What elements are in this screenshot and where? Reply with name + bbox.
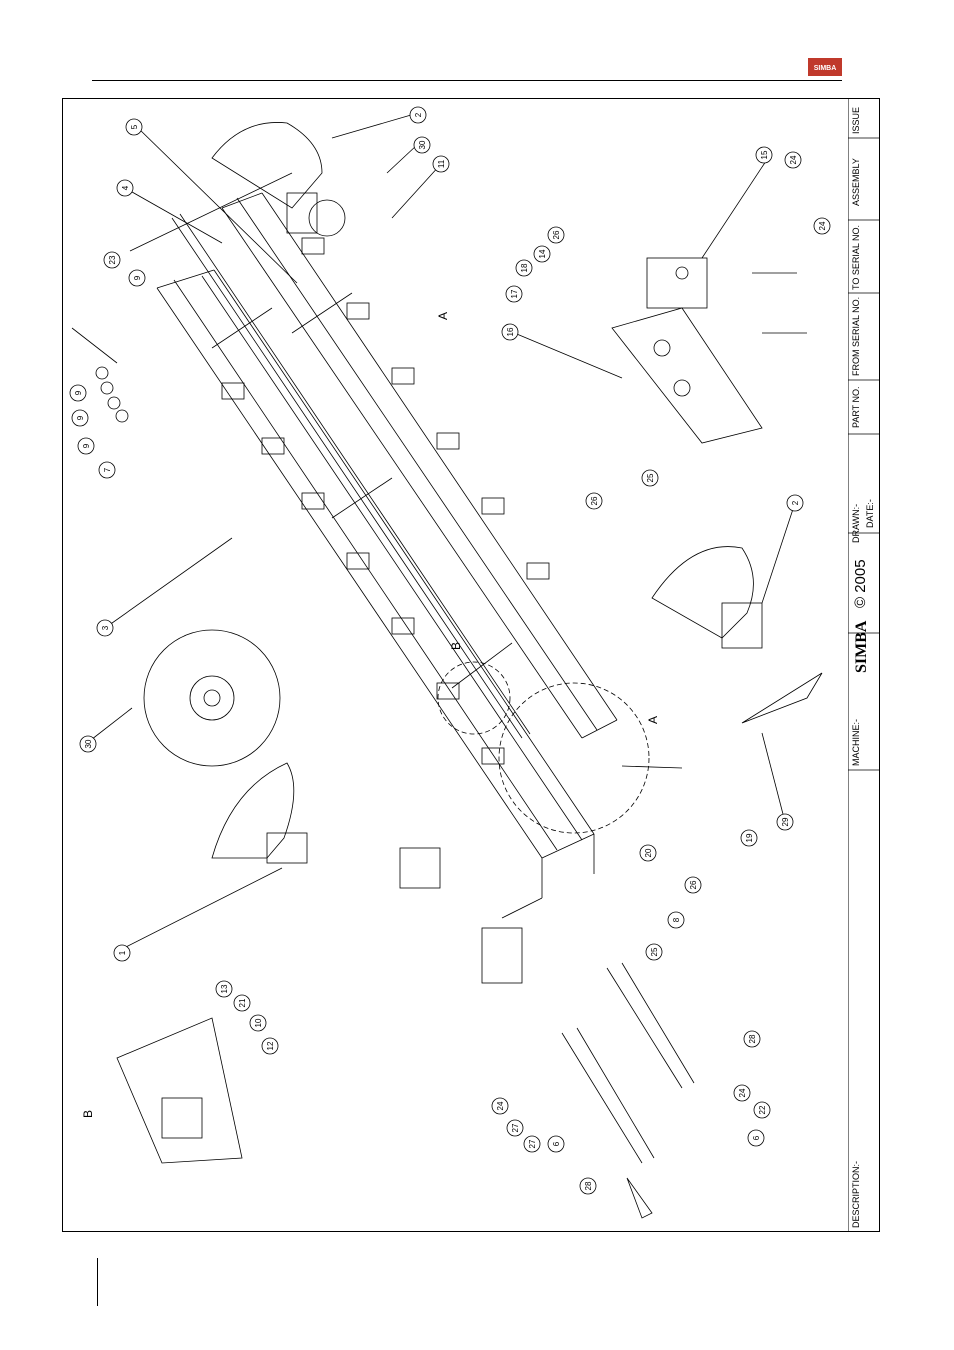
tine-1-left bbox=[212, 763, 307, 863]
frame-cross-members bbox=[212, 293, 512, 688]
callout-2-label: 2 bbox=[414, 112, 423, 117]
section-label-a-upper: A bbox=[436, 312, 450, 320]
copyright-label: © 2005 bbox=[852, 559, 869, 608]
part-no-label: PART NO. bbox=[851, 386, 861, 428]
callout-13-label: 13 bbox=[220, 984, 229, 993]
footer-rule bbox=[97, 1258, 98, 1306]
from-serial-label: FROM SERIAL NO. bbox=[851, 297, 861, 376]
bolt-stack-23 bbox=[72, 328, 128, 422]
callout-26-label: 26 bbox=[590, 496, 599, 505]
callout-6-label: 6 bbox=[552, 1141, 561, 1146]
callout-8-label: 8 bbox=[672, 917, 681, 922]
header-rule bbox=[92, 80, 842, 81]
callout-25-label: 25 bbox=[646, 473, 655, 482]
drawn-label: DRAWN:- bbox=[851, 504, 861, 543]
leg-bracket-lower bbox=[400, 848, 522, 983]
callout-leader-lines bbox=[87, 115, 795, 949]
date-label: DATE:- bbox=[865, 499, 875, 528]
disc-30-left bbox=[144, 630, 280, 766]
callout-24-label: 24 bbox=[738, 1088, 747, 1097]
section-label-a-lower: A bbox=[646, 716, 660, 724]
callout-1-label: 1 bbox=[118, 950, 127, 955]
callout-24-label: 24 bbox=[789, 155, 798, 164]
detail-circle-a bbox=[499, 683, 649, 833]
callout-17-label: 17 bbox=[510, 289, 519, 298]
machine-label: MACHINE:- bbox=[851, 719, 861, 766]
detail-circle-b bbox=[438, 662, 510, 734]
assembly-label: ASSEMBLY bbox=[851, 158, 861, 206]
adjuster-arm-28-upper bbox=[607, 963, 694, 1088]
callout-15-label: 15 bbox=[760, 150, 769, 159]
callout-10-label: 10 bbox=[254, 1018, 263, 1027]
callout-28-label: 28 bbox=[748, 1034, 757, 1043]
callout-18-label: 18 bbox=[520, 263, 529, 272]
callout-30-label: 30 bbox=[418, 140, 427, 149]
callout-29-label: 29 bbox=[781, 817, 790, 826]
callout-9-label: 9 bbox=[74, 390, 83, 395]
section-label-b-view: B bbox=[81, 1110, 95, 1118]
to-serial-label: TO SERIAL NO. bbox=[851, 225, 861, 290]
callout-11-label: 11 bbox=[437, 159, 446, 168]
callout-28-label: 28 bbox=[584, 1181, 593, 1190]
callout-20-label: 20 bbox=[644, 848, 653, 857]
simba-logo: SIMBA bbox=[808, 58, 842, 76]
callout-23-label: 23 bbox=[108, 255, 117, 264]
callout-3-label: 3 bbox=[101, 625, 110, 630]
callout-9-label: 9 bbox=[133, 275, 142, 280]
callout-6-label: 6 bbox=[752, 1135, 761, 1140]
bracket-assembly-15 bbox=[612, 258, 762, 443]
callout-7-label: 7 bbox=[103, 467, 112, 472]
callout-21-label: 21 bbox=[238, 998, 247, 1007]
exploded-assembly-drawing: 1 2 2 3 4 5 6 6 7 8 9 9 9 9 10 11 12 13 … bbox=[62, 98, 846, 1232]
beam-clamp-brackets bbox=[222, 238, 549, 764]
callout-2-label: 2 bbox=[791, 500, 800, 505]
callout-4-label: 4 bbox=[121, 185, 130, 190]
callout-24-label: 24 bbox=[818, 221, 827, 230]
callout-19-label: 19 bbox=[745, 833, 754, 842]
bolt-19 bbox=[622, 766, 682, 768]
callout-9-label: 9 bbox=[82, 443, 91, 448]
title-block: DESCRIPTION:- MACHINE:- SIMBA © 2005 DRA… bbox=[848, 98, 880, 1232]
callout-30-label: 30 bbox=[84, 739, 93, 748]
description-label: DESCRIPTION:- bbox=[851, 1161, 861, 1228]
detail-b-view bbox=[117, 1018, 242, 1163]
callout-5-label: 5 bbox=[130, 124, 139, 129]
callout-14-label: 14 bbox=[538, 249, 547, 258]
main-frame-beam bbox=[157, 270, 594, 918]
callout-27-label: 27 bbox=[528, 1139, 537, 1148]
brand-mark: SIMBA bbox=[853, 621, 871, 673]
adjuster-arm-28-lower bbox=[562, 1028, 654, 1218]
tine-2-lower bbox=[652, 547, 822, 723]
callout-25-label: 25 bbox=[650, 947, 659, 956]
callout-12-label: 12 bbox=[266, 1041, 275, 1050]
rear-frame-beam bbox=[222, 193, 617, 738]
logo-text: SIMBA bbox=[814, 65, 837, 72]
callout-26-label: 26 bbox=[552, 230, 561, 239]
callout-9-label: 9 bbox=[76, 415, 85, 420]
callout-26-label: 26 bbox=[689, 880, 698, 889]
callout-27-label: 27 bbox=[511, 1123, 520, 1132]
callout-24-label: 24 bbox=[496, 1101, 505, 1110]
section-label-b-detail: B bbox=[449, 642, 463, 650]
callout-16-label: 16 bbox=[506, 327, 515, 336]
issue-label: ISSUE bbox=[851, 107, 861, 134]
callout-22-label: 22 bbox=[758, 1105, 767, 1114]
